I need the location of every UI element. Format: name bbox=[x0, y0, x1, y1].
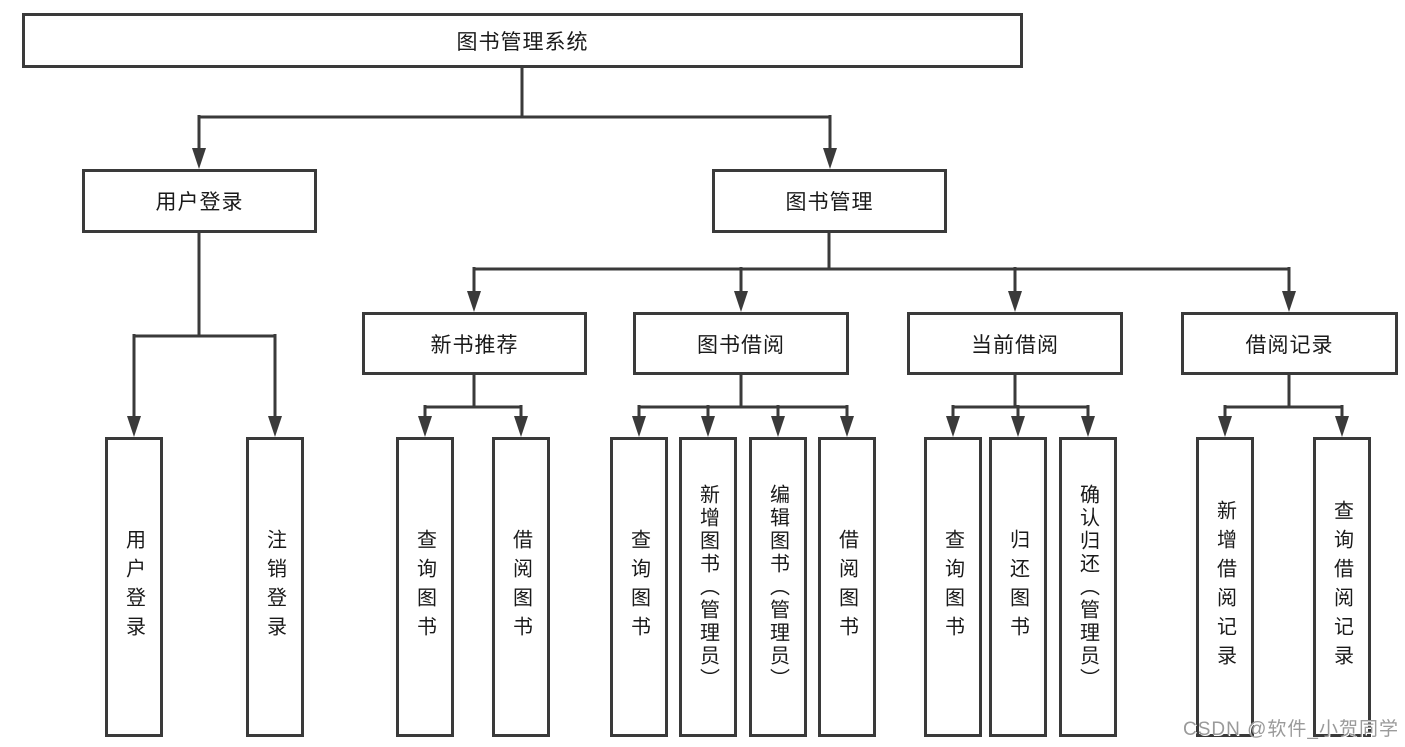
node-logout: 注销登录 bbox=[246, 437, 304, 737]
node-confirm-return-admin-label: 确认归还（管理员） bbox=[1076, 483, 1099, 691]
connector-current-to-children bbox=[951, 375, 1090, 420]
node-query-books-3: 查询图书 bbox=[924, 437, 982, 737]
arrowhead bbox=[771, 416, 785, 437]
node-query-books-1: 查询图书 bbox=[396, 437, 454, 737]
node-query-borrow-record: 查询借阅记录 bbox=[1313, 437, 1371, 737]
node-user-login-label: 用户登录 bbox=[122, 529, 145, 645]
arrowhead bbox=[1011, 416, 1025, 437]
arrowhead bbox=[946, 416, 960, 437]
node-borrowing-records-label: 借阅记录 bbox=[1245, 333, 1334, 357]
node-book-management-label: 图书管理 bbox=[785, 191, 874, 214]
node-user-login: 用户登录 bbox=[105, 437, 163, 737]
node-add-books-admin: 新增图书（管理员） bbox=[679, 437, 737, 737]
node-borrow-books-1: 借阅图书 bbox=[492, 437, 550, 737]
csdn-watermark: CSDN @软件_小贺同学 bbox=[1183, 719, 1399, 740]
arrowhead bbox=[1282, 291, 1296, 312]
node-book-management: 图书管理 bbox=[712, 169, 947, 233]
arrowhead bbox=[734, 291, 748, 312]
node-current-borrowing: 当前借阅 bbox=[907, 312, 1123, 375]
arrowhead bbox=[1218, 416, 1232, 437]
arrowhead bbox=[418, 416, 432, 437]
connector-root-to-level2 bbox=[197, 67, 832, 152]
node-user-login-branch: 用户登录 bbox=[82, 169, 317, 233]
node-book-borrowing: 图书借阅 bbox=[633, 312, 849, 375]
connector-newbook-to-children bbox=[423, 375, 523, 420]
connector-login-to-children bbox=[132, 233, 277, 420]
connector-borrow-to-children bbox=[637, 375, 849, 420]
arrowhead bbox=[1008, 291, 1022, 312]
arrowhead bbox=[823, 148, 837, 169]
node-add-borrow-record-label: 新增借阅记录 bbox=[1213, 500, 1236, 674]
node-add-books-admin-label: 新增图书（管理员） bbox=[696, 483, 719, 691]
arrowhead bbox=[268, 416, 282, 437]
node-book-borrowing-label: 图书借阅 bbox=[697, 333, 785, 357]
arrowhead bbox=[514, 416, 528, 437]
node-borrow-books-2: 借阅图书 bbox=[818, 437, 876, 737]
connector-records-to-children bbox=[1223, 375, 1344, 420]
node-library-management-system-label: 图书管理系统 bbox=[456, 30, 589, 54]
node-add-borrow-record: 新增借阅记录 bbox=[1196, 437, 1254, 737]
node-query-books-1-label: 查询图书 bbox=[413, 529, 436, 645]
node-borrowing-records: 借阅记录 bbox=[1181, 312, 1398, 375]
arrowhead bbox=[127, 416, 141, 437]
node-user-login-branch-label: 用户登录 bbox=[155, 191, 244, 214]
node-return-books-label: 归还图书 bbox=[1006, 529, 1029, 645]
arrowhead bbox=[1081, 416, 1095, 437]
node-edit-books-admin-label: 编辑图书（管理员） bbox=[766, 483, 789, 691]
connector-bookmgmt-to-level3 bbox=[472, 233, 1291, 295]
node-edit-books-admin: 编辑图书（管理员） bbox=[749, 437, 807, 737]
arrowhead bbox=[1335, 416, 1349, 437]
arrowhead bbox=[632, 416, 646, 437]
node-query-borrow-record-label: 查询借阅记录 bbox=[1330, 500, 1353, 674]
node-logout-label: 注销登录 bbox=[263, 529, 286, 645]
node-return-books: 归还图书 bbox=[989, 437, 1047, 737]
arrowhead bbox=[840, 416, 854, 437]
arrowhead bbox=[467, 291, 481, 312]
node-new-book-recommend-label: 新书推荐 bbox=[430, 333, 519, 357]
node-borrow-books-1-label: 借阅图书 bbox=[509, 529, 532, 645]
node-borrow-books-2-label: 借阅图书 bbox=[835, 529, 858, 645]
node-new-book-recommend: 新书推荐 bbox=[362, 312, 587, 375]
node-current-borrowing-label: 当前借阅 bbox=[971, 333, 1059, 357]
arrowhead bbox=[192, 148, 206, 169]
arrowhead bbox=[701, 416, 715, 437]
node-query-books-2: 查询图书 bbox=[610, 437, 668, 737]
node-query-books-3-label: 查询图书 bbox=[941, 529, 964, 645]
node-query-books-2-label: 查询图书 bbox=[627, 529, 650, 645]
node-library-management-system: 图书管理系统 bbox=[22, 13, 1023, 68]
node-confirm-return-admin: 确认归还（管理员） bbox=[1059, 437, 1117, 737]
